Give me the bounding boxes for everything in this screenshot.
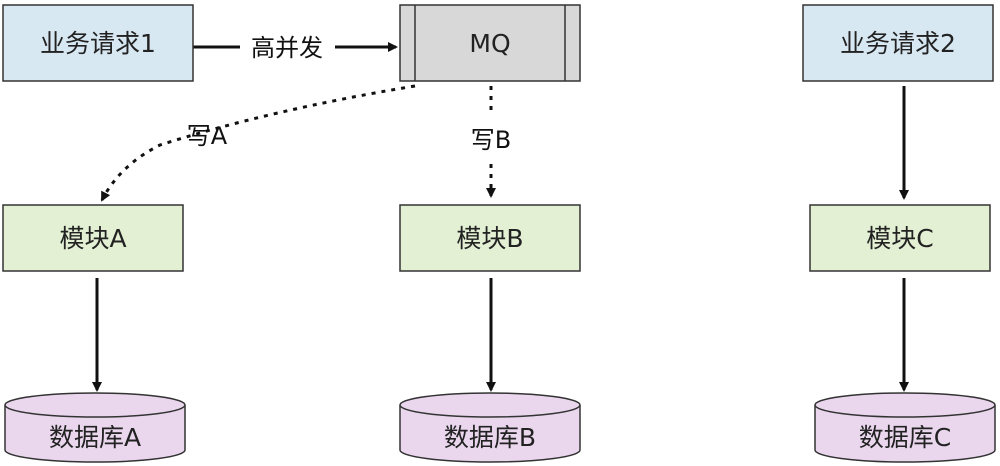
node-database-a-label: 数据库A	[49, 423, 141, 452]
node-business-request-2-box	[802, 4, 994, 82]
node-module-a-label: 模块A	[59, 224, 126, 253]
node-database-b: 数据库B	[399, 392, 581, 463]
node-business-request-1-box	[2, 4, 194, 82]
node-module-b-label: 模块B	[456, 224, 523, 253]
node-module-c-label: 模块C	[866, 224, 933, 253]
node-database-c: 数据库C	[814, 392, 996, 463]
edge-label-write-a: 写A	[187, 122, 228, 150]
node-database-b-top	[399, 392, 581, 418]
node-database-c-top	[814, 392, 996, 418]
node-module-b-box	[399, 204, 581, 272]
edge-mq-to-module-a	[100, 84, 416, 202]
node-business-request-1-label: 业务请求1	[40, 29, 156, 58]
node-module-a-box	[2, 204, 184, 272]
node-module-a: 模块A	[2, 204, 184, 272]
node-mq: MQ	[399, 4, 581, 82]
edge-label-high-concurrency: 高并发	[251, 34, 323, 62]
node-business-request-1: 业务请求1	[2, 4, 194, 82]
node-database-b-body	[399, 405, 581, 463]
node-database-c-label: 数据库C	[859, 423, 951, 452]
edges: 高并发 写A 写B	[92, 34, 909, 392]
node-database-c-body	[814, 405, 996, 463]
node-database-a-body	[4, 405, 186, 463]
node-mq-box	[399, 4, 581, 82]
node-database-a: 数据库A	[4, 392, 186, 463]
edge-label-write-b: 写B	[471, 126, 511, 154]
node-module-b: 模块B	[399, 204, 581, 272]
node-database-a-top	[4, 392, 186, 418]
node-business-request-2-label: 业务请求2	[840, 29, 956, 58]
node-business-request-2: 业务请求2	[802, 4, 994, 82]
node-mq-label: MQ	[469, 29, 510, 58]
node-database-b-label: 数据库B	[444, 423, 536, 452]
node-module-c: 模块C	[809, 204, 991, 272]
node-module-c-box	[809, 204, 991, 272]
